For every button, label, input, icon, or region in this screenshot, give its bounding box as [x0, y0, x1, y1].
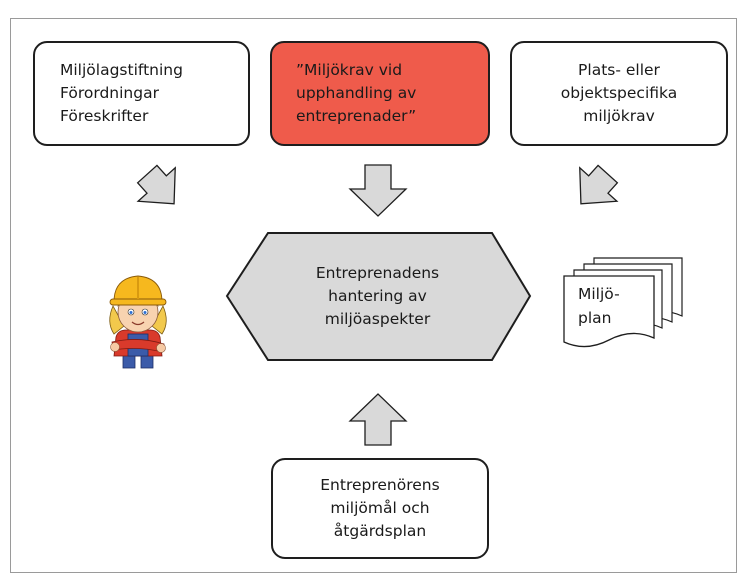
arrow-right-to-center: [579, 164, 619, 205]
box-text-line: objektspecifika: [560, 84, 678, 102]
box-text-line: åtgärdsplan: [333, 522, 427, 540]
box-text-line: miljömål och: [330, 499, 430, 517]
document-stack-icon: [563, 257, 683, 348]
input-box-contractor-goals: Entreprenörens miljömål och åtgärdsplan: [271, 458, 489, 559]
arrow-center-down: [348, 164, 408, 217]
construction-worker-icon: [109, 275, 167, 369]
input-box-legislation: Miljölagstiftning Förordningar Föreskrif…: [33, 41, 250, 146]
input-box-site-specific: Plats- eller objektspecifika miljökrav: [510, 41, 728, 146]
box-text-line: Miljölagstiftning: [60, 61, 183, 79]
arrow-bottom-up: [348, 393, 408, 446]
process-label: Entreprenadens hantering av miljöaspekte…: [265, 262, 490, 331]
process-text-line: hantering av: [328, 287, 427, 305]
box-text-line: ”Miljökrav vid: [296, 61, 403, 79]
process-text-line: Entreprenadens: [315, 264, 440, 282]
input-box-procurement-requirements: ”Miljökrav vid upphandling av entreprena…: [270, 41, 490, 146]
document-text-line: plan: [578, 309, 612, 327]
arrow-left-to-center: [136, 164, 176, 205]
box-text-line: Föreskrifter: [60, 107, 149, 125]
process-text-line: miljöaspekter: [324, 310, 431, 328]
box-text-line: Entreprenörens: [320, 476, 440, 494]
document-text-line: Miljö-: [578, 285, 620, 303]
process-hexagon: [225, 232, 532, 361]
box-text-line: miljökrav: [583, 107, 655, 125]
box-text-line: Förordningar: [60, 84, 159, 102]
document-label: Miljö- plan: [578, 282, 620, 330]
box-text-line: entreprenader”: [296, 107, 417, 125]
box-text-line: upphandling av: [296, 84, 417, 102]
box-text-line: Plats- eller: [578, 61, 660, 79]
